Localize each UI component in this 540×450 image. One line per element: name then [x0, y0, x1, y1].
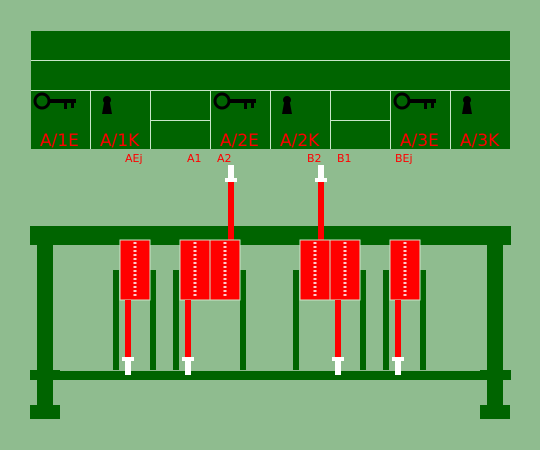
- frame-bottom-rail: [30, 370, 511, 380]
- guide-post: [150, 270, 156, 370]
- cell-label: A/3E: [400, 131, 439, 151]
- frame-top-rail: [30, 226, 511, 245]
- guide-post: [173, 270, 179, 370]
- guide-post: [383, 270, 389, 370]
- cell-label: A/2K: [280, 131, 320, 151]
- frame-left-post: [37, 245, 53, 405]
- key-icon[interactable]: [213, 92, 256, 110]
- frame-left-foot: [30, 405, 60, 419]
- keyhole-icon: [282, 96, 292, 114]
- keyhole-icon: [102, 96, 112, 114]
- guide-post: [293, 270, 299, 370]
- cell-label: A/1K: [100, 131, 140, 151]
- slot-label: A1: [187, 152, 202, 165]
- bolt-b1: [329, 239, 361, 375]
- guide-post: [360, 270, 366, 370]
- bolt-a2: [209, 165, 241, 301]
- frame-right-foot: [480, 405, 510, 419]
- guide-post: [240, 270, 246, 370]
- frame-right-post: [487, 245, 503, 405]
- slot-label: B2: [307, 152, 322, 165]
- key-icon[interactable]: [393, 92, 436, 110]
- cell-label: A/1E: [40, 131, 79, 151]
- keyhole-icon: [462, 96, 472, 114]
- bolt-bej: [389, 239, 421, 375]
- lock-frame: [30, 226, 511, 419]
- slot-label: A2: [217, 152, 232, 165]
- guide-post: [420, 270, 426, 370]
- slot-label: BEj: [395, 152, 413, 165]
- bolt-a1: [179, 239, 211, 375]
- key-icon[interactable]: [33, 92, 76, 110]
- slot-label: B1: [337, 152, 352, 165]
- cell-label: A/2E: [220, 131, 259, 151]
- cell-label: A/3K: [460, 131, 500, 151]
- key-panel: A/1E A/1K A/2E A/2K A/3E A/3K: [31, 31, 510, 151]
- bolt-aej: [119, 239, 151, 375]
- guide-post: [113, 270, 119, 370]
- bolt-b2: [299, 165, 331, 301]
- slot-label: AEj: [125, 152, 143, 165]
- slot-labels: AEj A1 A2 B2 B1 BEj: [125, 152, 413, 165]
